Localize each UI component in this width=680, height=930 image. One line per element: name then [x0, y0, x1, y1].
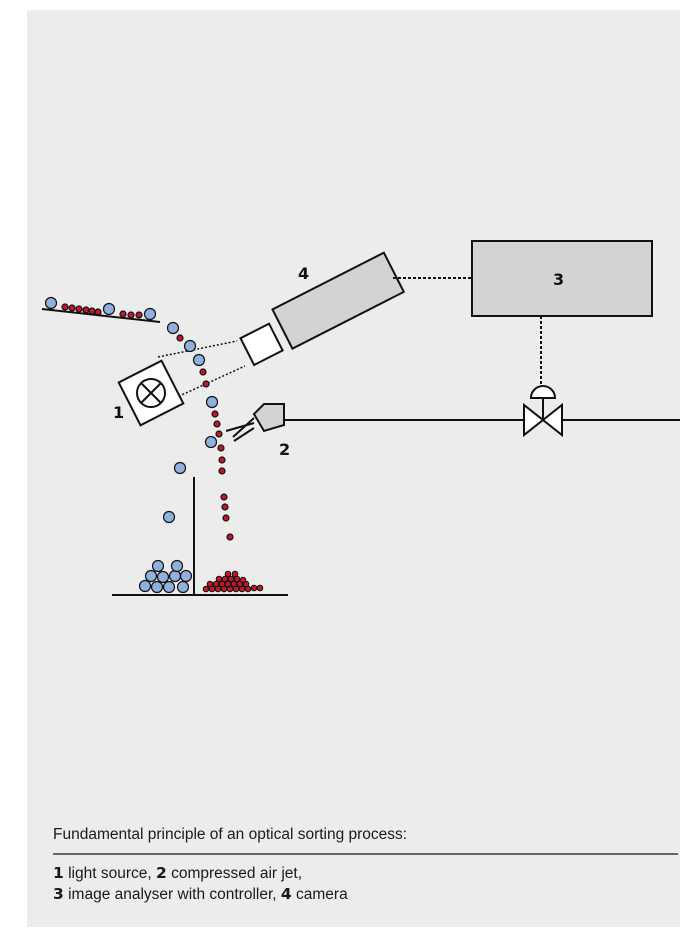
caption-line-1: 1 light source, 2 compressed air jet,	[53, 863, 678, 884]
caption-line-2: 3 image analyser with controller, 4 came…	[53, 884, 678, 905]
reject-particle	[226, 533, 234, 541]
camera-view-lines	[157, 340, 246, 399]
reject-particle	[222, 514, 230, 522]
reject-particle	[218, 467, 226, 475]
image-analyser-box	[471, 240, 653, 317]
reject-particle	[217, 444, 225, 452]
legend-num: 2	[155, 864, 167, 882]
camera-icon	[239, 251, 406, 367]
legend-text: light source,	[63, 865, 156, 882]
label-image-analyser: 3	[553, 270, 564, 289]
label-camera: 4	[298, 264, 309, 283]
good-particle	[183, 339, 197, 353]
reject-particle	[127, 311, 135, 319]
reject-particle	[221, 503, 229, 511]
figure-panel	[27, 10, 680, 927]
legend-text: camera	[291, 886, 348, 903]
legend-num: 1	[53, 864, 64, 882]
good-particle	[162, 510, 176, 524]
good-particle	[205, 395, 219, 409]
legend-text: compressed air jet,	[166, 865, 303, 882]
reject-particle	[94, 308, 102, 316]
legend-text: image analyser with controller,	[63, 886, 281, 903]
reject-particle	[211, 410, 219, 418]
reject-particle	[88, 307, 96, 315]
good-particle	[143, 307, 157, 321]
reject-particle	[82, 306, 90, 314]
reject-particle	[176, 334, 184, 342]
good-particle	[192, 353, 206, 367]
reject-particle	[75, 305, 83, 313]
caption-title: Fundamental principle of an optical sort…	[53, 826, 678, 855]
good-particle	[44, 296, 58, 310]
valve-icon	[523, 385, 563, 438]
reject-particle	[199, 368, 207, 376]
label-light-source: 1	[113, 403, 124, 422]
reject-particle	[213, 420, 221, 428]
good-particle	[204, 435, 218, 449]
reject-particle	[218, 456, 226, 464]
feed-chute	[41, 308, 161, 323]
reject-particle	[68, 304, 76, 312]
light-source-icon	[117, 359, 185, 427]
reject-particle	[119, 310, 127, 318]
rejected-pile	[202, 570, 264, 593]
good-particle	[173, 461, 187, 475]
caption-legend: 1 light source, 2 compressed air jet, 3 …	[53, 863, 678, 905]
reject-particle	[215, 430, 223, 438]
reject-particle	[135, 311, 143, 319]
good-particle	[166, 321, 180, 335]
good-particle	[102, 302, 116, 316]
reject-particle	[220, 493, 228, 501]
falling-particles	[162, 321, 234, 541]
reject-particle	[202, 380, 210, 388]
legend-num: 4	[280, 885, 292, 903]
legend-num: 3	[53, 885, 64, 903]
accepted-pile	[138, 559, 193, 594]
reject-particle	[61, 303, 69, 311]
chute-particles	[44, 296, 157, 321]
figure-caption: Fundamental principle of an optical sort…	[53, 826, 678, 905]
air-jet-nozzle-icon	[225, 403, 285, 442]
label-air-jet: 2	[279, 440, 290, 459]
